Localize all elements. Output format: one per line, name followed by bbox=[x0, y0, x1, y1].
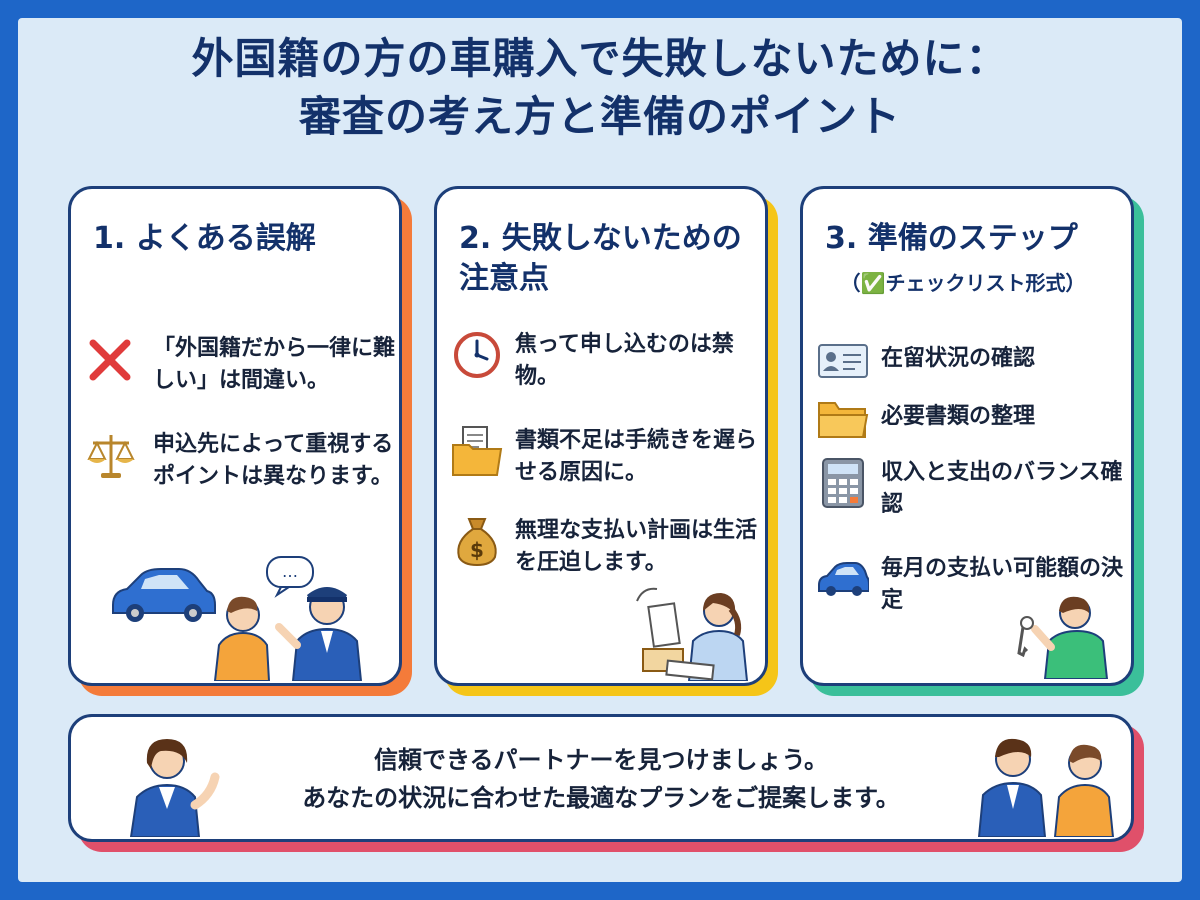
partner-banner: 信頼できるパートナーを見つけましょう。 あなたの状況に合わせた最適なプランをご提… bbox=[68, 714, 1144, 852]
banner-line-2: あなたの状況に合わせた最適なプランをご提案します。 bbox=[302, 784, 900, 812]
card-body: 2. 失敗しないための注意点 焦って申し込むのは禁物。 書類不足は手続きを遅らせ… bbox=[434, 186, 768, 686]
car-consultation-illustration: … bbox=[112, 556, 363, 681]
card-body: 3. 準備のステップ （✅チェックリスト形式） 在留状況の確認 必要書類の整理 bbox=[800, 186, 1134, 686]
clock-icon bbox=[454, 332, 500, 378]
list-item-text: 「外国籍だから一律に難しい」は間違い。 bbox=[153, 336, 396, 393]
page-title-line-1: 外国籍の方の車購入で失敗しないために： bbox=[191, 34, 1009, 83]
card-title: 2. 失敗しないための注意点 bbox=[459, 221, 742, 296]
document-folder-icon bbox=[452, 426, 503, 476]
balance-scale-icon bbox=[87, 435, 135, 478]
list-item-text: 必要書類の整理 bbox=[881, 404, 1036, 429]
list-item-text: 焦って申し込むのは禁物。 bbox=[515, 332, 734, 389]
page-title: 外国籍の方の車購入で失敗しないために： 審査の考え方と準備のポイント bbox=[0, 30, 1200, 146]
staff-person bbox=[275, 587, 363, 681]
person-with-key-illustration bbox=[1017, 596, 1109, 679]
card-body: 1. よくある誤解 「外国籍だから一律に難しい」は間違い。 申込先によって重視す… bbox=[68, 186, 402, 686]
list-item-text: 申込先によって重視するポイントは異なります。 bbox=[153, 432, 394, 489]
cross-mark-icon bbox=[89, 339, 131, 381]
list-item-text: 毎月の支払い可能額の決定 bbox=[881, 556, 1124, 613]
card-subtitle: （✅チェックリスト形式） bbox=[840, 271, 1086, 295]
card-title: 1. よくある誤解 bbox=[93, 221, 316, 256]
folder-icon bbox=[818, 402, 869, 438]
list-item-text: 書類不足は手続きを遅らせる原因に。 bbox=[515, 428, 758, 485]
list-item-text: 無理な支払い計画は生活を圧迫します。 bbox=[515, 518, 758, 575]
customer-person bbox=[213, 596, 271, 681]
card-precautions: 2. 失敗しないための注意点 焦って申し込むのは禁物。 書類不足は手続きを遅らせ… bbox=[434, 186, 778, 696]
car-icon bbox=[112, 568, 216, 622]
staff-and-customer-illustration bbox=[977, 738, 1115, 837]
advisor-woman-illustration bbox=[129, 739, 220, 837]
svg-text:$: $ bbox=[470, 538, 484, 562]
car-icon bbox=[818, 562, 869, 596]
page-title-line-2: 審査の考え方と準備のポイント bbox=[298, 92, 901, 141]
banner-line-1: 信頼できるパートナーを見つけましょう。 bbox=[373, 746, 829, 774]
card-title: 3. 準備のステップ bbox=[825, 221, 1078, 256]
id-card-icon bbox=[818, 344, 868, 378]
card-common-misconceptions: 1. よくある誤解 「外国籍だから一律に難しい」は間違い。 申込先によって重視す… bbox=[68, 186, 412, 696]
speech-bubble: … bbox=[266, 556, 314, 598]
money-bag-icon: $ bbox=[457, 518, 497, 567]
banner-body: 信頼できるパートナーを見つけましょう。 あなたの状況に合わせた最適なプランをご提… bbox=[68, 714, 1134, 842]
calculator-icon bbox=[822, 458, 864, 508]
speech-dots: … bbox=[282, 562, 298, 581]
list-item-text: 在留状況の確認 bbox=[881, 346, 1036, 371]
banner-message: 信頼できるパートナーを見つけましょう。 あなたの状況に合わせた最適なプランをご提… bbox=[231, 741, 971, 817]
card-preparation-steps: 3. 準備のステップ （✅チェックリスト形式） 在留状況の確認 必要書類の整理 bbox=[800, 186, 1144, 696]
paperwork-illustration bbox=[636, 587, 749, 681]
list-item-text: 収入と支出のバランス確認 bbox=[881, 460, 1123, 517]
